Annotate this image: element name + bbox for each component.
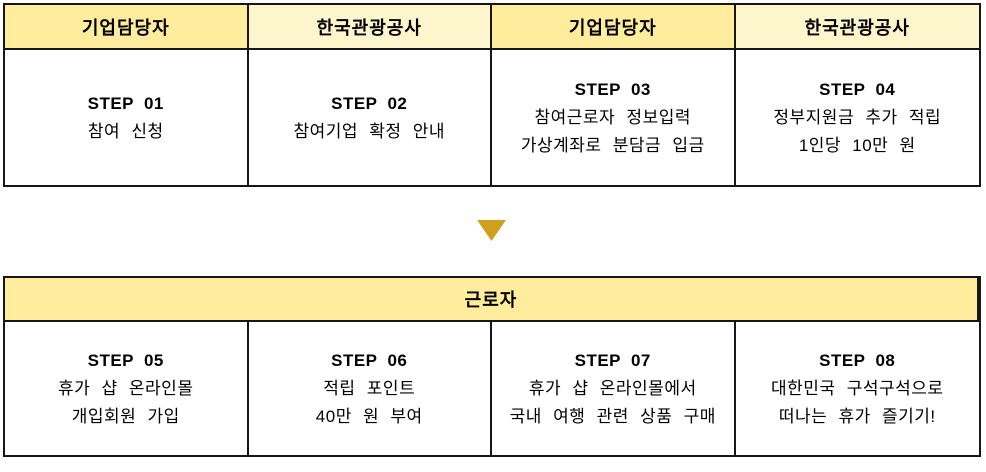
step-description: 국내 여행 관련 상품 구매 <box>509 406 716 426</box>
down-arrow-icon <box>477 220 506 241</box>
step-number: STEP 05 <box>87 350 164 370</box>
header-worker: 근로자 <box>5 278 979 322</box>
step-cell-07: STEP 07 휴가 샵 온라인몰에서 국내 여행 관련 상품 구매 <box>492 322 736 455</box>
step-description: 1인당 10만 원 <box>798 135 916 155</box>
step-description: 40만 원 부여 <box>315 406 423 426</box>
step-number: STEP 04 <box>819 79 896 99</box>
top-steps-table: 기업담당자 한국관광공사 기업담당자 한국관광공사 STEP 01 참여 신청 … <box>3 3 981 187</box>
step-cell-08: STEP 08 대한민국 구석구석으로 떠나는 휴가 즐기기! <box>736 322 980 455</box>
step-number: STEP 07 <box>574 350 651 370</box>
step-cell-01: STEP 01 참여 신청 <box>5 50 249 185</box>
header-company-manager-1: 기업담당자 <box>5 5 249 50</box>
step-number: STEP 08 <box>819 350 896 370</box>
step-description: 참여근로자 정보입력 <box>534 107 691 127</box>
header-korea-tourism-org-1: 한국관광공사 <box>248 5 492 50</box>
step-number: STEP 03 <box>574 79 651 99</box>
header-korea-tourism-org-2: 한국관광공사 <box>735 5 979 50</box>
header-company-manager-2: 기업담당자 <box>492 5 736 50</box>
step-cell-03: STEP 03 참여근로자 정보입력 가상계좌로 분담금 입금 <box>492 50 736 185</box>
step-cell-04: STEP 04 정부지원금 추가 적립 1인당 10만 원 <box>736 50 980 185</box>
step-description: 적립 포인트 <box>323 378 416 398</box>
step-description: 참여 신청 <box>87 121 164 141</box>
step-description: 개입회원 가입 <box>71 406 180 426</box>
step-description: 대한민국 구석구석으로 <box>770 378 944 398</box>
step-description: 참여기업 확정 안내 <box>293 121 446 141</box>
step-cell-05: STEP 05 휴가 샵 온라인몰 개입회원 가입 <box>5 322 249 455</box>
step-number: STEP 02 <box>331 93 408 113</box>
step-description: 가상계좌로 분담금 입금 <box>520 135 705 155</box>
step-number: STEP 01 <box>87 93 164 113</box>
step-cell-02: STEP 02 참여기업 확정 안내 <box>249 50 492 185</box>
step-number: STEP 06 <box>331 350 408 370</box>
step-description: 휴가 샵 온라인몰 <box>58 378 194 398</box>
step-cell-06: STEP 06 적립 포인트 40만 원 부여 <box>249 322 492 455</box>
bottom-steps-table: 근로자 STEP 05 휴가 샵 온라인몰 개입회원 가입 STEP 06 적립… <box>3 276 981 457</box>
step-description: 휴가 샵 온라인몰에서 <box>528 378 697 398</box>
step-description: 떠나는 휴가 즐기기! <box>778 406 936 426</box>
step-description: 정부지원금 추가 적립 <box>773 107 942 127</box>
